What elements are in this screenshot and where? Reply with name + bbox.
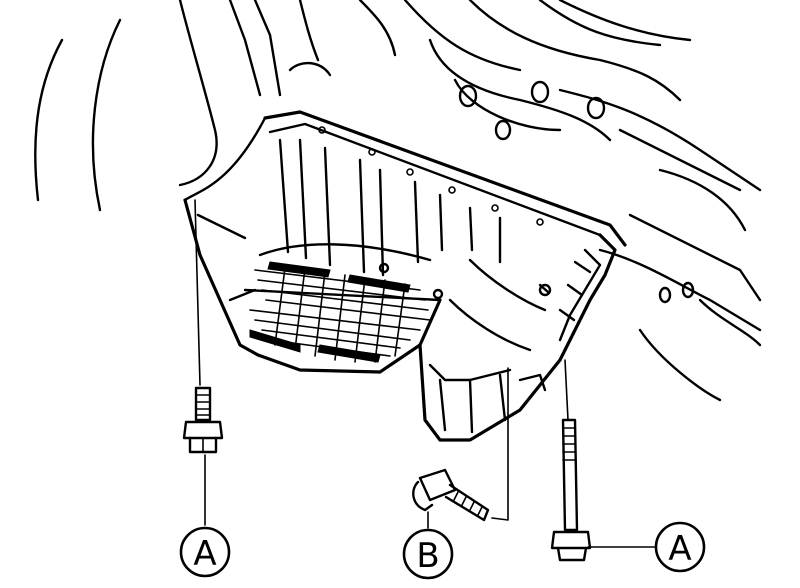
callout-a-left-label: A [193,534,216,574]
callout-a-right-label: A [668,529,691,569]
flange-bolt-short [412,468,490,522]
callout-b-label: B [416,536,439,576]
callout-a-right: A [654,521,706,573]
flange-bolt-long [550,418,592,562]
flange-bolt-left [182,386,224,454]
callout-a-right-circle [654,521,706,573]
callout-a-left-circle [179,526,231,578]
oil-pan [183,110,627,442]
callout-a-left: A [179,526,231,578]
leader-lines [194,199,656,548]
baffle-plate [249,261,431,363]
callout-b-circle [402,528,454,580]
callout-b: B [402,528,454,580]
engine-block-outline [34,0,762,402]
